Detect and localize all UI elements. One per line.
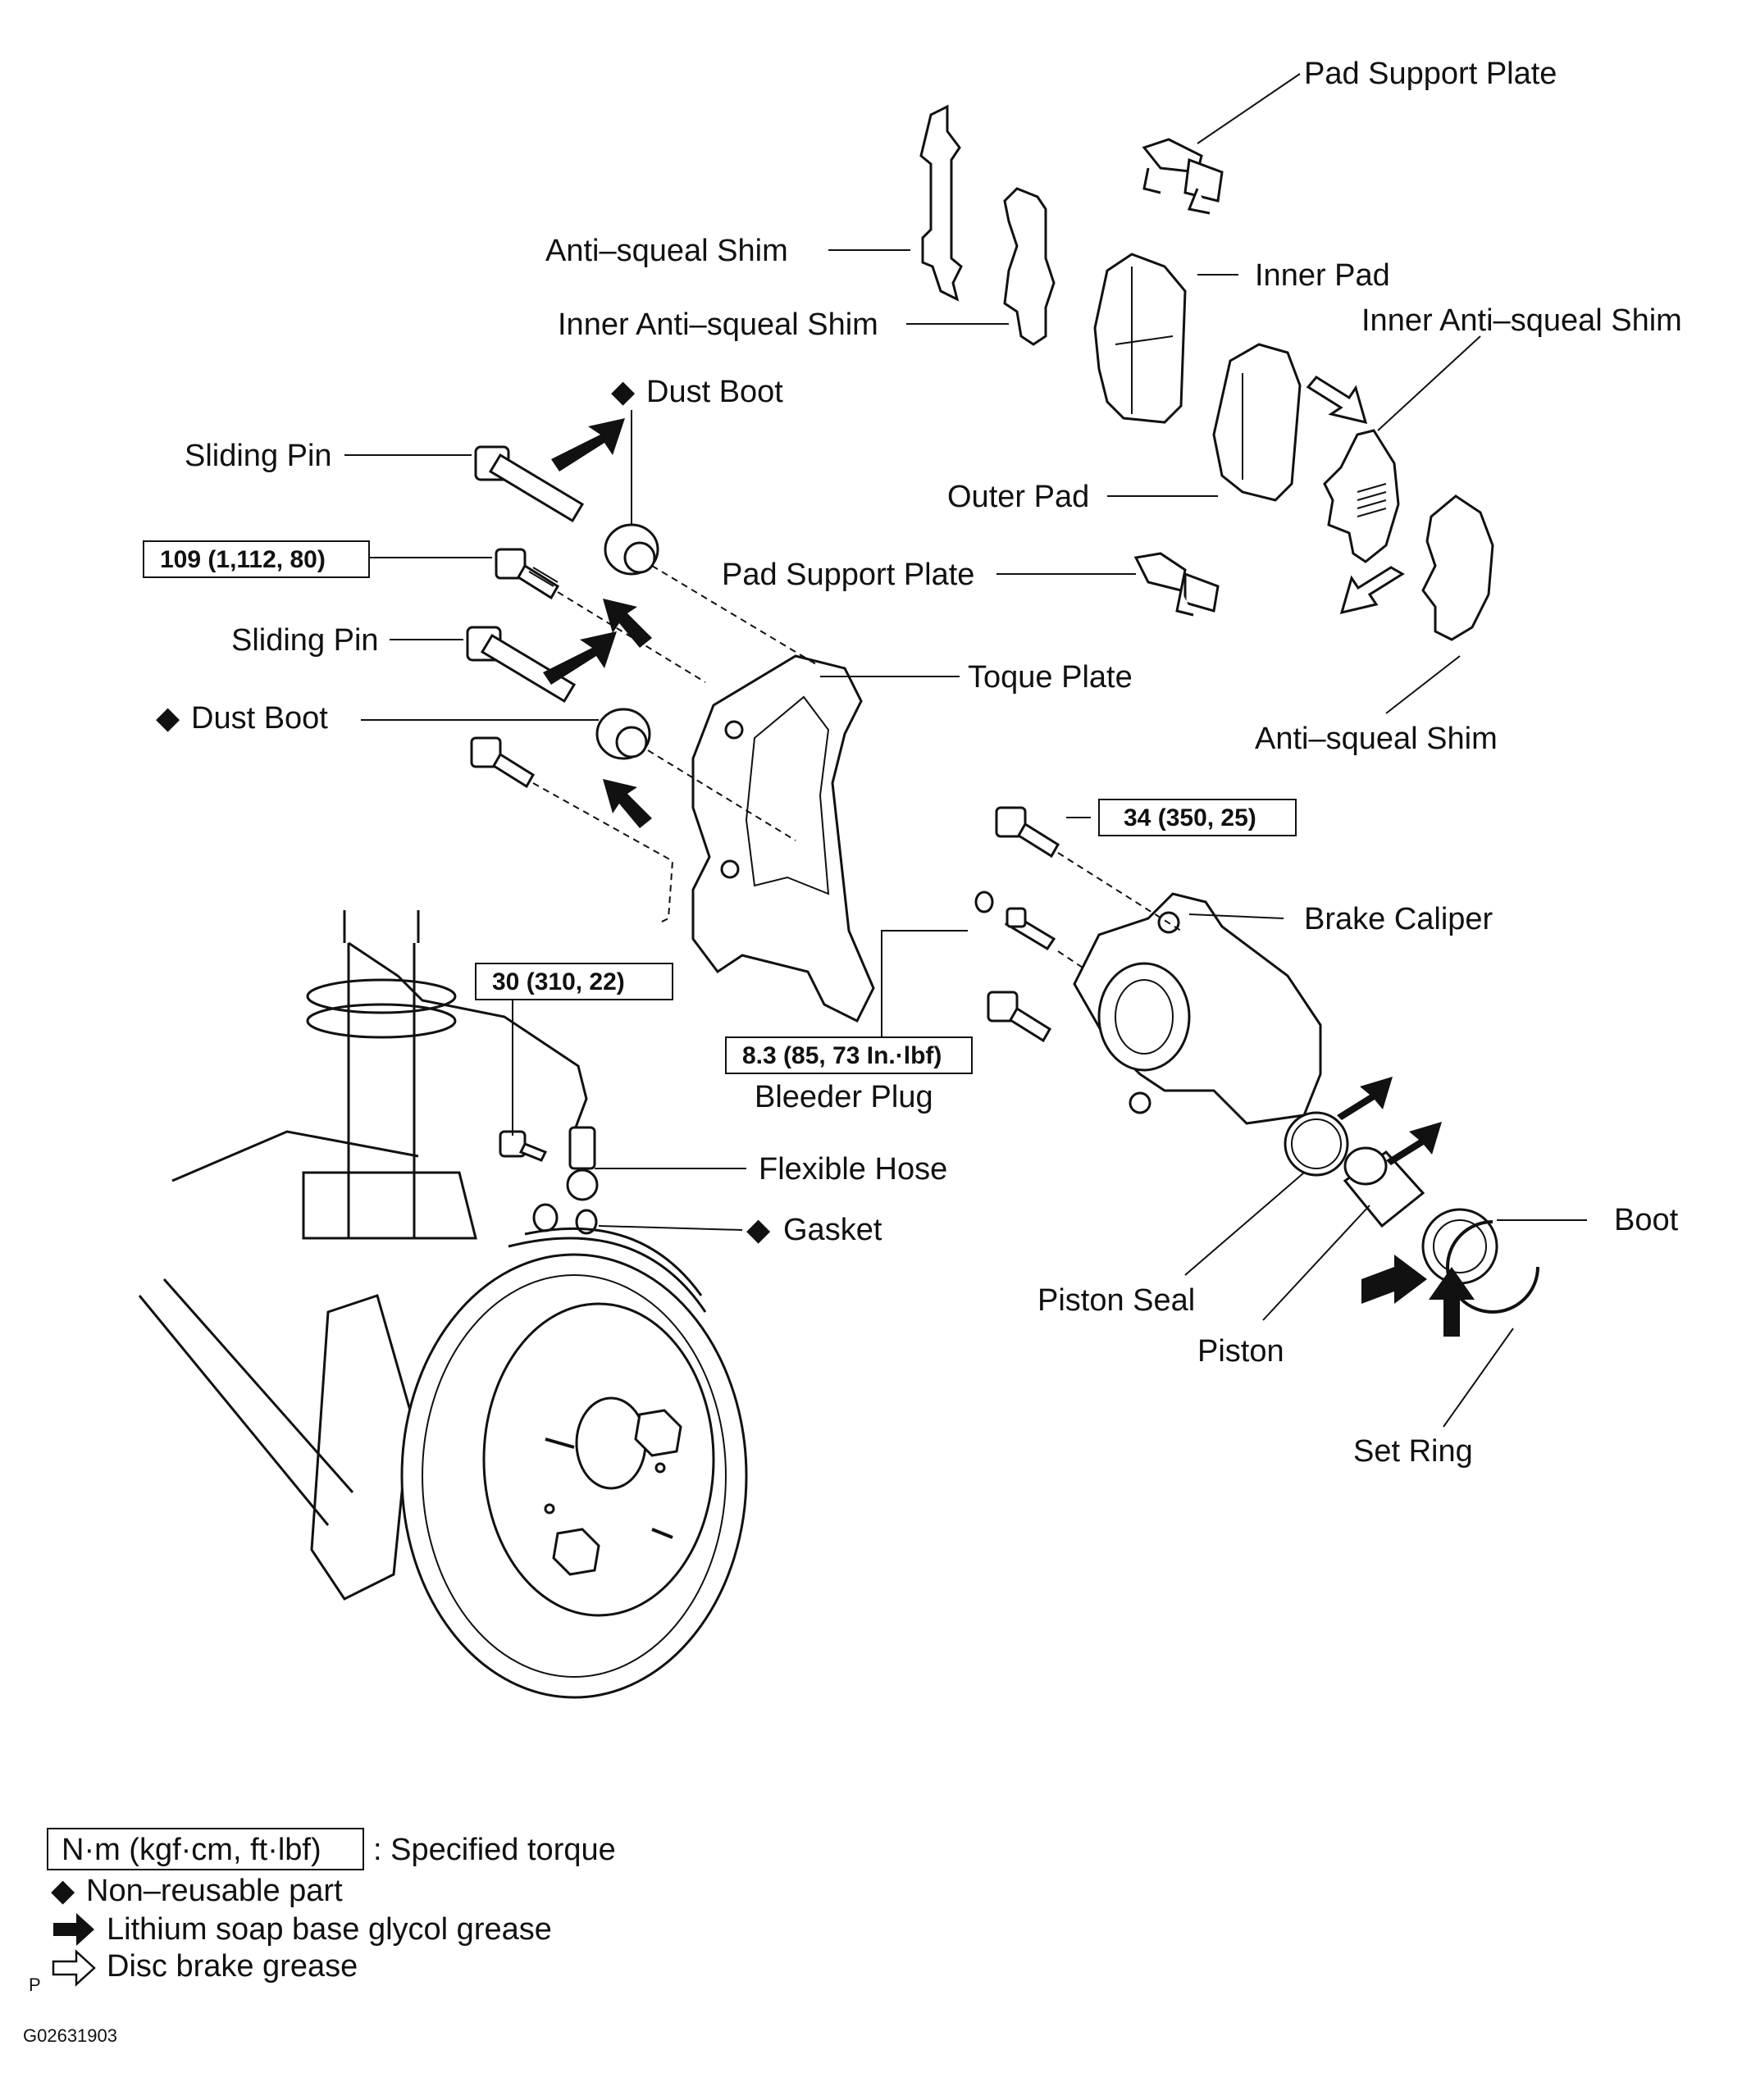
label-anti-squeal-shim-top: Anti–squeal Shim — [545, 234, 788, 268]
torque-bleeder-plug: 8.3 (85, 73 In.·lbf) — [742, 1042, 942, 1069]
figure-id: G02631903 — [23, 2025, 117, 2046]
label-flexible-hose: Flexible Hose — [759, 1152, 947, 1187]
strut-and-rotor-part — [138, 910, 748, 1699]
label-inner-pad: Inner Pad — [1255, 258, 1390, 293]
legend-torque-box — [47, 1828, 364, 1870]
legend-torque-unit: N·m (kgf·cm, ft·lbf) — [62, 1833, 321, 1867]
inner-anti-squeal-shim-left-part — [1003, 187, 1056, 346]
anti-squeal-shim-bottom-part — [1421, 494, 1494, 641]
dust-boot-bottom-part — [595, 708, 651, 760]
outer-pad-part — [1212, 343, 1302, 502]
bleeder-plug-part — [974, 891, 1056, 951]
assembly-guide-lines — [532, 565, 1182, 968]
torque-box-30 — [475, 963, 673, 1000]
disc-brake-grease-arrows — [1306, 376, 1405, 615]
leader-lines — [344, 73, 1587, 1428]
boot-part — [1421, 1208, 1498, 1285]
legend-non-reusable: Non–reusable part — [86, 1874, 343, 1908]
label-inner-anti-squeal-shim-left: Inner Anti–squeal Shim — [558, 307, 878, 342]
label-bleeder-plug: Bleeder Plug — [755, 1080, 933, 1114]
torque-box-8-3 — [725, 1036, 973, 1074]
label-dust-boot-top: Dust Boot — [646, 375, 783, 409]
torque-plate-bolt-top-part — [495, 548, 560, 600]
inner-anti-squeal-shim-right-part — [1323, 429, 1400, 563]
label-sliding-pin-bottom: Sliding Pin — [231, 623, 379, 658]
sliding-pin-bottom-part — [466, 626, 577, 704]
label-anti-squeal-shim-bottom: Anti–squeal Shim — [1255, 722, 1498, 756]
brake-caliper-part — [1073, 892, 1322, 1125]
caliper-bolt-top-part — [995, 806, 1060, 859]
label-piston: Piston — [1197, 1334, 1284, 1369]
torque-torque-plate-bolt: 109 (1,112, 80) — [160, 546, 326, 573]
label-outer-pad: Outer Pad — [947, 480, 1089, 514]
torque-caliper-bolt: 34 (350, 25) — [1124, 804, 1256, 831]
piston-seal-part — [1284, 1111, 1349, 1177]
label-pad-support-plate-mid: Pad Support Plate — [722, 558, 974, 592]
label-set-ring: Set Ring — [1353, 1434, 1473, 1469]
label-toque-plate: Toque Plate — [968, 660, 1133, 695]
toque-plate-part — [691, 654, 875, 1023]
pad-support-plate-top-part — [1142, 138, 1224, 215]
non-reusable-mark-dust-boot-top: ◆ — [611, 375, 636, 409]
torque-box-34 — [1098, 799, 1297, 836]
inner-pad-part — [1093, 253, 1187, 424]
legend-non-reusable-mark: ◆ — [51, 1874, 75, 1908]
legend-disc-brake-grease: Disc brake grease — [107, 1949, 358, 1984]
label-pad-support-plate-top: Pad Support Plate — [1304, 57, 1557, 91]
lithium-grease-arrows — [543, 418, 1475, 1337]
torque-box-109 — [143, 540, 370, 578]
anti-squeal-shim-top-part — [919, 104, 963, 302]
pad-support-plate-mid-part — [1133, 552, 1220, 617]
label-gasket: Gasket — [783, 1213, 882, 1247]
piston-part — [1343, 1146, 1425, 1228]
non-reusable-mark-dust-boot-bottom: ◆ — [156, 701, 180, 736]
non-reusable-mark-gasket: ◆ — [746, 1213, 771, 1247]
label-inner-anti-squeal-shim-right: Inner Anti–squeal Shim — [1361, 303, 1682, 338]
legend-lithium-grease: Lithium soap base glycol grease — [107, 1912, 552, 1947]
label-brake-caliper: Brake Caliper — [1304, 902, 1493, 936]
flexible-hose-part — [348, 941, 599, 1235]
legend-p-mark: P — [29, 1975, 41, 1995]
sliding-pin-top-part — [474, 445, 585, 523]
legend-outline-arrow-icon — [52, 1949, 96, 1987]
caliper-bolt-bottom-part — [987, 991, 1052, 1043]
label-boot: Boot — [1614, 1203, 1679, 1237]
torque-plate-bolt-bottom-part — [470, 736, 536, 789]
label-dust-boot-bottom: Dust Boot — [191, 701, 328, 736]
torque-flexible-hose-bolt: 30 (310, 22) — [492, 968, 625, 995]
label-piston-seal: Piston Seal — [1037, 1283, 1195, 1318]
dust-boot-top-part — [604, 523, 659, 576]
legend: N·m (kgf·cm, ft·lbf) : Specified torque … — [29, 1828, 616, 1995]
legend-torque-desc: : Specified torque — [373, 1833, 616, 1867]
legend-solid-arrow-icon — [53, 1913, 94, 1946]
label-sliding-pin-top: Sliding Pin — [185, 439, 332, 473]
